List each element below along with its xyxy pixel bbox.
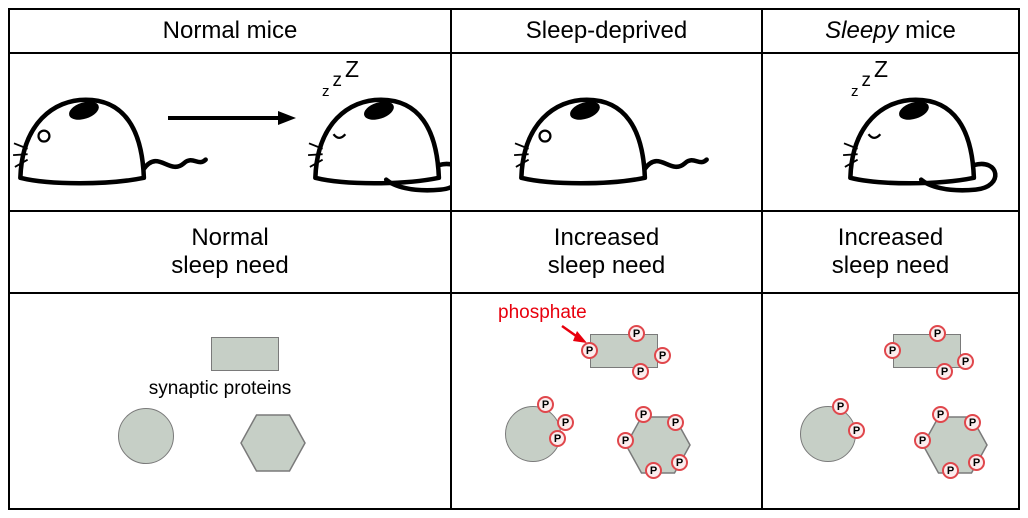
p-badge: P xyxy=(557,414,574,431)
hexagon-phosphorylated: P P P P P xyxy=(617,406,709,486)
p-badge: P xyxy=(964,414,981,431)
sleep-need-line1: Increased xyxy=(837,223,944,251)
circle-phosphorylated: P P P xyxy=(499,396,579,474)
p-badge: P xyxy=(537,396,554,413)
synaptic-circle xyxy=(118,408,174,464)
cell-proteins-sleepy: P P P P P P P P P P P xyxy=(763,294,1018,508)
mouse-awake-icon xyxy=(13,87,213,196)
hexagon-phosphorylated: P P P P P xyxy=(914,406,1006,486)
rect-phosphorylated: P P P P xyxy=(884,325,980,385)
p-badge: P xyxy=(671,454,688,471)
cell-proteins-deprived: phosphate P P P P P P P xyxy=(452,294,763,508)
p-badge: P xyxy=(968,454,985,471)
sleep-need-line1: Normal xyxy=(191,223,269,251)
sleep-need-deprived: Increased sleep need xyxy=(452,212,763,294)
phosphate-arrow-icon xyxy=(561,324,587,343)
p-badge: P xyxy=(645,462,662,479)
p-badge: P xyxy=(942,462,959,479)
p-badge: P xyxy=(936,363,953,380)
p-badge: P xyxy=(832,398,849,415)
synaptic-rect xyxy=(590,334,658,368)
p-badge: P xyxy=(667,414,684,431)
synaptic-proteins-label: synaptic proteins xyxy=(148,378,292,399)
mouse-awake-icon xyxy=(514,87,714,196)
rect-phosphorylated: P P P P xyxy=(581,325,677,385)
synaptic-rect xyxy=(211,337,279,371)
sleep-need-line1: Increased xyxy=(553,223,660,251)
p-badge: P xyxy=(848,422,865,439)
header-text: Sleep-deprived xyxy=(525,17,688,44)
circle-phosphorylated: P P xyxy=(794,396,874,474)
p-badge: P xyxy=(632,363,649,380)
sleep-need-line2: sleep need xyxy=(831,252,950,279)
phosphate-label: phosphate xyxy=(498,302,587,323)
header-sleepy-mice: Sleepy mice xyxy=(763,10,1018,54)
header-text-italic: Sleepy xyxy=(825,17,899,44)
synaptic-circle xyxy=(800,406,856,462)
cell-sleep-deprived-art xyxy=(452,54,763,212)
p-badge: P xyxy=(929,325,946,342)
p-badge: P xyxy=(654,347,671,364)
p-badge: P xyxy=(957,353,974,370)
sleep-need-normal: Normal sleep need xyxy=(10,212,452,294)
sleep-need-sleepy: Increased sleep need xyxy=(763,212,1018,294)
header-text: Normal mice xyxy=(162,17,298,44)
p-badge: P xyxy=(635,406,652,423)
header-normal-mice: Normal mice xyxy=(10,10,452,54)
p-badge: P xyxy=(617,432,634,449)
synaptic-hexagon xyxy=(240,414,306,472)
sleep-need-line2: sleep need xyxy=(171,252,289,279)
header-sleep-deprived: Sleep-deprived xyxy=(452,10,763,54)
p-badge: P xyxy=(549,430,566,447)
p-badge: P xyxy=(581,342,598,359)
p-badge: P xyxy=(932,406,949,423)
p-badge: P xyxy=(884,342,901,359)
arrow-right-icon xyxy=(168,111,296,125)
p-badge: P xyxy=(628,325,645,342)
header-text: mice xyxy=(898,17,956,44)
mouse-asleep-icon xyxy=(308,87,452,196)
synaptic-rect xyxy=(893,334,961,368)
cell-proteins-normal: synaptic proteins xyxy=(10,294,452,508)
figure-table: Normal mice Sleep-deprived Sleepy mice z… xyxy=(8,8,1020,510)
p-badge: P xyxy=(914,432,931,449)
sleep-need-line2: sleep need xyxy=(547,252,666,279)
mouse-asleep-icon xyxy=(843,87,1018,196)
